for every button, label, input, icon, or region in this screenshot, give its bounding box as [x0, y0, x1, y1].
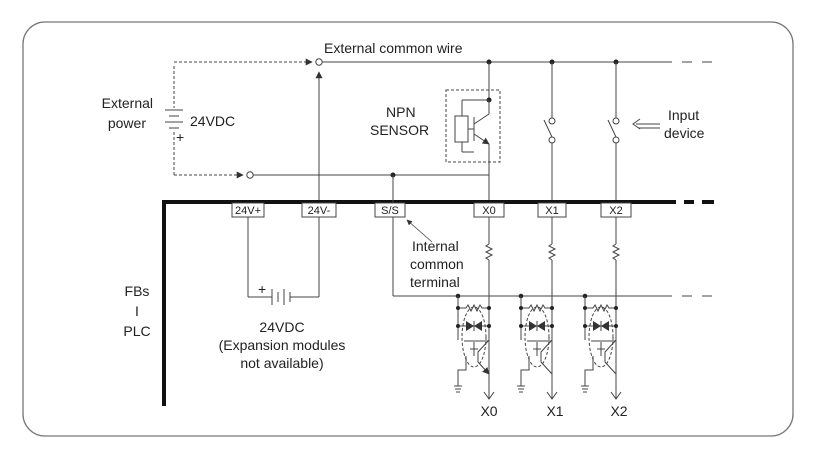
terminal-ss: S/S: [374, 202, 406, 218]
internal-common-label-3: terminal: [410, 274, 460, 290]
terminal-24v-plus-label: 24V+: [235, 205, 261, 217]
terminal-24v-minus-label: 24V-: [308, 205, 331, 217]
external-power-label: External: [102, 95, 153, 111]
npn-label-2: SENSOR: [370, 122, 429, 138]
external-power-label-2: power: [108, 115, 146, 131]
expansion-note-1: (Expansion modules: [219, 337, 346, 353]
internal-voltage-label: 24VDC: [259, 319, 304, 335]
terminal-ss-label: S/S: [381, 205, 399, 217]
external-power-supply: [165, 58, 323, 179]
npn-sensor: [445, 62, 501, 200]
input-device-arrow: [632, 118, 660, 130]
input-device-label-1: Input: [668, 107, 699, 123]
internal-power-supply: [247, 217, 320, 305]
terminal-24v-plus: 24V+: [231, 202, 265, 218]
input-circuit-x0: [454, 217, 495, 400]
terminal-24v-minus: 24V-: [301, 202, 337, 218]
terminal-x2-label: X2: [609, 205, 622, 217]
external-power-line2: power: [108, 115, 146, 131]
plc-label-2: I: [135, 303, 139, 319]
expansion-note-2: not available): [240, 355, 323, 371]
terminal-x1-label: X1: [545, 205, 558, 217]
terminal-x0-label: X0: [482, 205, 495, 217]
internal-common-label-2: common: [410, 256, 464, 272]
output-label-x0: X0: [480, 403, 497, 419]
output-label-x1: X1: [546, 403, 563, 419]
internal-plus-sign: +: [258, 281, 266, 297]
plc-label-3: PLC: [123, 323, 150, 339]
external-power-line1: External: [102, 95, 153, 111]
internal-common-label-1: Internal: [412, 238, 459, 254]
terminal-x0: X0: [473, 202, 505, 218]
internal-common-pointer: [406, 219, 433, 243]
external-plus-sign: +: [176, 129, 184, 145]
terminal-x1: X1: [537, 202, 567, 218]
terminal-x2: X2: [600, 202, 632, 218]
external-voltage-label: 24VDC: [190, 113, 235, 129]
external-common-wire-label: External common wire: [324, 40, 463, 56]
input-circuit-x2: [581, 217, 622, 400]
output-label-x2: X2: [610, 403, 627, 419]
plc-label-1: FBs: [125, 283, 150, 299]
input-switch-x1: [543, 62, 556, 200]
npn-label-1: NPN: [386, 104, 416, 120]
diagram-frame: [22, 21, 794, 437]
input-circuit-x1: [517, 217, 558, 400]
input-device-label-2: device: [664, 125, 705, 141]
plc-boundary: [162, 200, 714, 406]
input-switch-x2: [607, 62, 620, 200]
